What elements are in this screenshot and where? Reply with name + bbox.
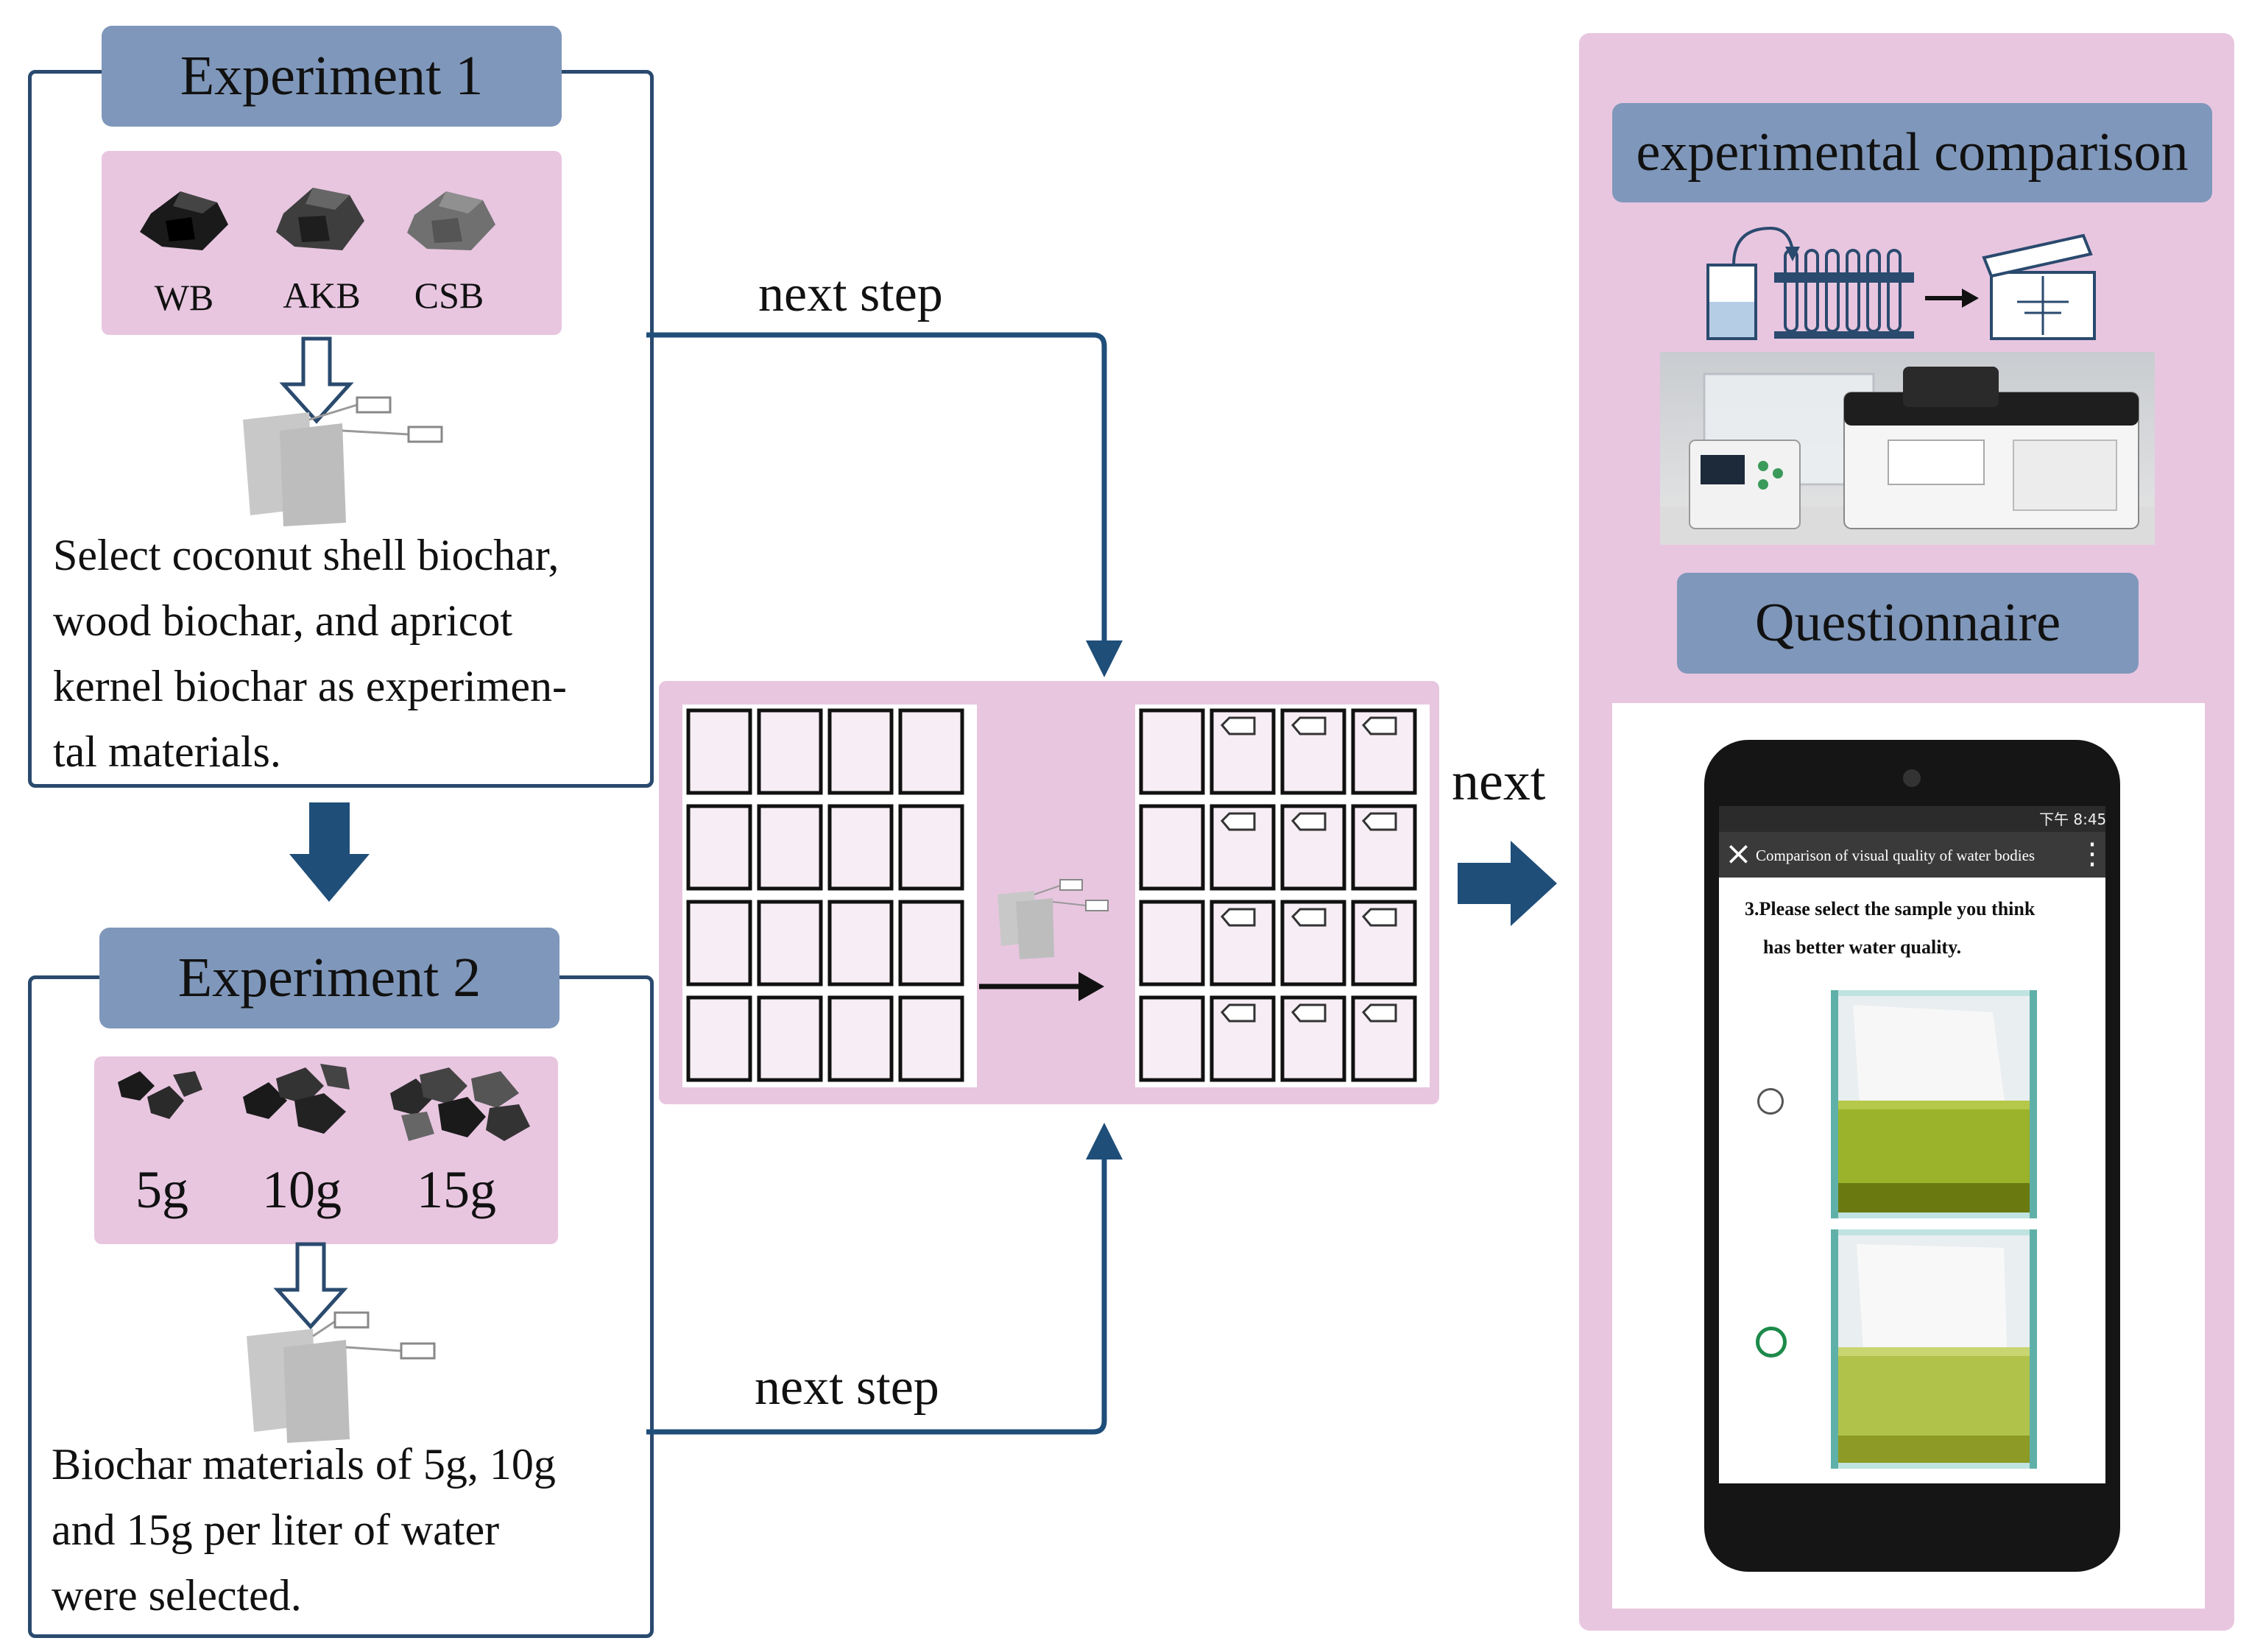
experiment1-description-line: kernel biochar as experimen-: [53, 662, 567, 710]
next-step-label-top: next step: [758, 266, 943, 322]
dose-label-5g: 5g: [135, 1160, 188, 1219]
beaker-cell: [757, 900, 823, 986]
beaker-cell: [827, 900, 894, 986]
beaker-cell: [1139, 708, 1205, 795]
experiment1-description-line: Select coconut shell biochar,: [53, 531, 559, 579]
experiment1-description-line: wood biochar, and apricot: [53, 596, 513, 645]
beaker-cell: [757, 708, 823, 795]
beaker-cell: [1139, 995, 1205, 1082]
experiment1-title: Experiment 1: [102, 26, 562, 127]
blue-right-arrow-icon: [1458, 841, 1557, 926]
sample-label-csb: CSB: [414, 275, 484, 316]
phone-status-bar: [1719, 806, 2105, 832]
beaker-cell: [898, 900, 964, 986]
hollow-down-arrow-icon: [279, 336, 354, 424]
experiment2-description-line: and 15g per liter of water: [52, 1505, 500, 1554]
tea-bag-icon: [247, 1311, 436, 1443]
beaker-cell: [898, 708, 964, 795]
experiment2-description-line: were selected.: [52, 1571, 302, 1620]
beaker-cell: [757, 804, 823, 891]
more-menu-icon[interactable]: ⋮: [2077, 837, 2107, 871]
tea-bag-tag-icon: [1361, 1003, 1397, 1023]
tea-bag-tag-icon: [1361, 908, 1397, 927]
blue-down-arrow-icon: [289, 802, 370, 902]
beaker-cell: [1139, 900, 1205, 986]
beaker-cell: [1139, 804, 1205, 891]
tea-bag-tag-icon: [1291, 1003, 1327, 1023]
phone-question-line1: 3.Please select the sample you think: [1745, 898, 2036, 919]
option-a-radio[interactable]: [1757, 1088, 1784, 1115]
phone-question-line2: has better water quality.: [1763, 936, 1962, 958]
tea-bag-tag-icon: [1220, 1003, 1256, 1023]
questionnaire-title: Questionnaire: [1677, 573, 2139, 674]
beaker-cell: [757, 995, 823, 1082]
close-icon[interactable]: ×: [1725, 835, 1752, 872]
phone-camera: [1903, 769, 1921, 787]
biochar-dose-10g-icon: [243, 1064, 350, 1134]
beaker-cell: [1351, 708, 1417, 795]
tea-bag-tag-icon: [1361, 812, 1397, 831]
water-sample-a-image[interactable]: [1831, 990, 2037, 1218]
beaker-cell: [827, 995, 894, 1082]
beaker-cell: [686, 708, 752, 795]
beaker-cell: [686, 995, 752, 1082]
phone-header-title: Comparison of visual quality of water bo…: [1756, 847, 2036, 864]
biochar-chunk-icon-akb: [276, 188, 364, 250]
biochar-dose-15g-icon: [390, 1067, 530, 1141]
beaker-cell: [827, 708, 894, 795]
comparison-title: experimental comparison: [1612, 103, 2212, 202]
tea-bag-tag-icon: [1361, 716, 1397, 735]
tea-bag-tag-icon: [1220, 908, 1256, 927]
beaker-cell: [898, 804, 964, 891]
tea-bag-tag-icon: [1220, 716, 1256, 735]
option-b-radio[interactable]: [1756, 1327, 1787, 1358]
hollow-down-arrow-icon: [273, 1242, 348, 1330]
center-tea-bag-icon: [998, 879, 1109, 959]
beaker-cell: [686, 900, 752, 986]
sample-label-wb: WB: [154, 277, 214, 318]
sample-label-akb: AKB: [283, 275, 361, 316]
beaker-cell: [898, 995, 964, 1082]
experiment2-title: Experiment 2: [99, 928, 559, 1028]
biochar-dose-5g-icon: [118, 1071, 202, 1119]
tea-bag-tag-icon: [1291, 716, 1327, 735]
experiment1-description-line: tal materials.: [53, 727, 281, 776]
phone-app-header: [1719, 832, 2105, 878]
experiment2-description-line: Biochar materials of 5g, 10g: [52, 1440, 556, 1489]
apparatus-schematic-icon: [1706, 226, 2096, 340]
tea-bag-tag-icon: [1291, 908, 1327, 927]
dose-label-15g: 15g: [417, 1160, 496, 1219]
next-step-label-bottom: next step: [755, 1359, 939, 1416]
tea-bag-icon: [243, 396, 443, 526]
experiment2-description: Biochar materials of 5g, 10g and 15g per…: [52, 1432, 640, 1628]
sample-grids: [682, 705, 1430, 1087]
dose-label-10g: 10g: [262, 1160, 342, 1219]
lab-instrument-photo: [1660, 352, 2155, 545]
biochar-chunk-icon-wb: [140, 191, 228, 250]
beaker-cell: [686, 804, 752, 891]
phone-status-time: 下午 8:45: [2039, 811, 2107, 828]
water-sample-b-image[interactable]: [1831, 1229, 2037, 1469]
center-right-arrow-icon: [979, 972, 1104, 1001]
experiment1-description: Select coconut shell biochar, wood bioch…: [53, 523, 642, 785]
biochar-chunk-icon-csb: [407, 191, 495, 250]
next-label: next: [1452, 752, 1546, 812]
tea-bag-tag-icon: [1291, 812, 1327, 831]
beaker-cell: [827, 804, 894, 891]
tea-bag-tag-icon: [1220, 812, 1256, 831]
